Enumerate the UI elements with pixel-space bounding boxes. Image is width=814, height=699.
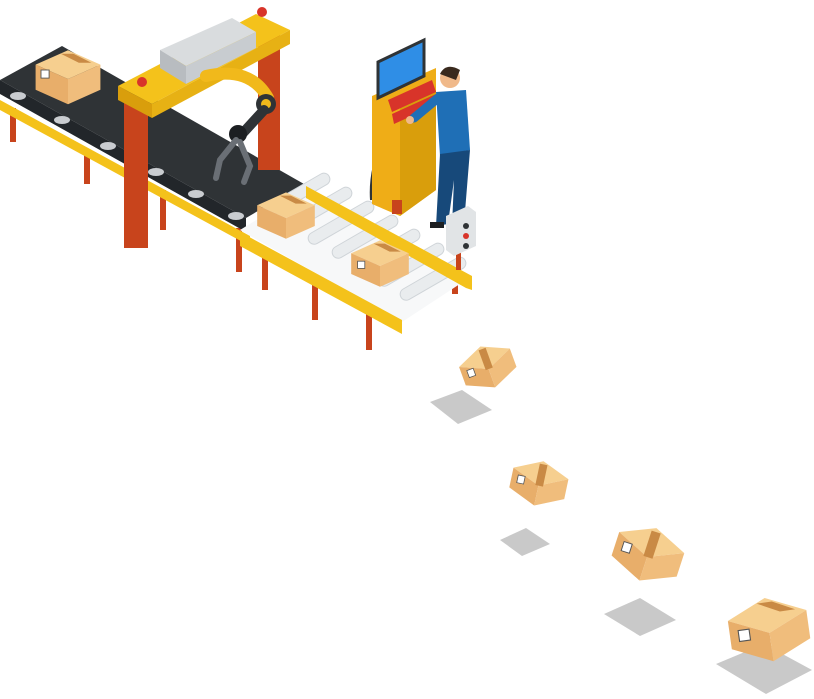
box-shadow (716, 644, 812, 694)
box-on-belt (35, 50, 101, 105)
console-keypad (388, 80, 438, 124)
robotic-arm-icon (200, 67, 276, 185)
control-box-icon (446, 206, 476, 270)
box-on-rollers (351, 240, 409, 287)
console-screen (376, 37, 426, 101)
box-shadow (500, 528, 550, 556)
gantry-light-right (257, 7, 267, 17)
falling-box-2 (500, 461, 569, 556)
belt-rollers (10, 92, 244, 220)
box-shadow (430, 390, 492, 424)
gantry-light-left (137, 77, 147, 87)
roller-rail-front (240, 232, 402, 334)
falling-box-1 (430, 346, 517, 424)
gantry-carriage (160, 18, 256, 66)
belt-conveyor-legs (10, 108, 242, 272)
falling-box-3 (604, 528, 685, 636)
box-shadow (604, 598, 676, 636)
box-under-arm (257, 192, 315, 239)
control-console-icon (369, 37, 438, 216)
roller-rail-back (306, 186, 472, 290)
falling-box-4 (716, 598, 812, 694)
